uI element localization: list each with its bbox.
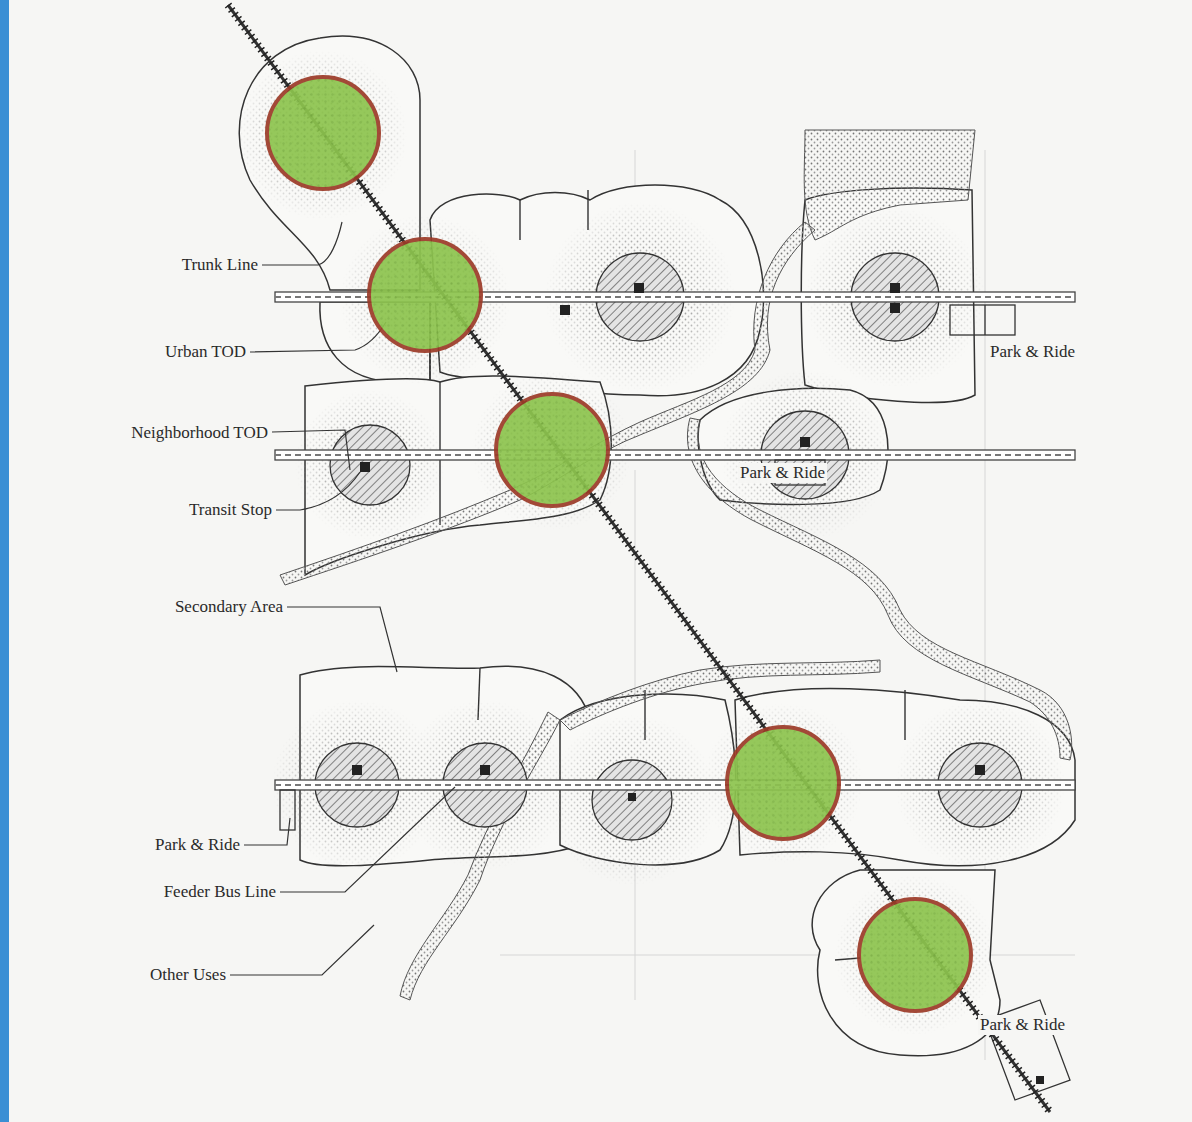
map-label: Park & Ride <box>988 342 1077 362</box>
map-label: Park & Ride <box>978 1015 1067 1035</box>
map-label: Park & Ride <box>738 463 827 483</box>
map-label: Feeder Bus Line <box>164 882 276 902</box>
map-label: Transit Stop <box>189 500 272 520</box>
map-label: Secondary Area <box>175 597 283 617</box>
map-label: Urban TOD <box>165 342 246 362</box>
map-label: Neighborhood TOD <box>131 423 268 443</box>
map-label: Other Uses <box>150 965 226 985</box>
map-label: Trunk Line <box>182 255 258 275</box>
map-label: Park & Ride <box>155 835 240 855</box>
